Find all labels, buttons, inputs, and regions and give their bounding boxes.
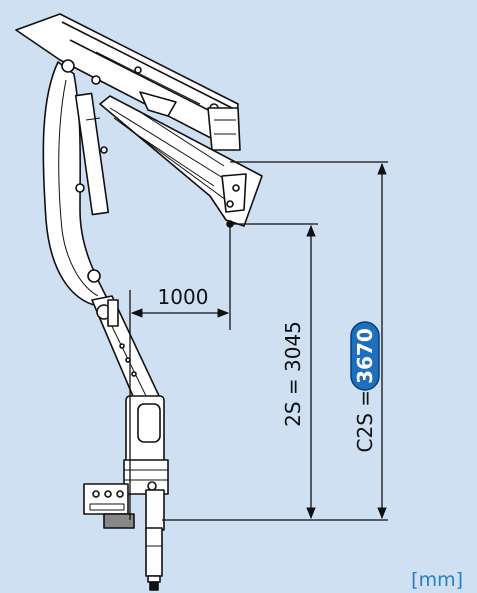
height-c2s-prefix: C2S = bbox=[353, 390, 377, 453]
upper-boom bbox=[15, 13, 241, 166]
dimension-lines bbox=[129, 161, 388, 521]
unit-label: [mm] bbox=[411, 569, 463, 591]
highlight-badge bbox=[350, 321, 380, 391]
slewing-column bbox=[123, 395, 169, 518]
base-control-block bbox=[83, 483, 165, 531]
support-leg bbox=[145, 527, 163, 591]
height-2s-label: 2S = 3045 bbox=[281, 321, 305, 427]
main-column bbox=[42, 59, 111, 307]
reach-dimension-label: 1000 bbox=[158, 285, 209, 309]
crane-drawing bbox=[15, 13, 263, 591]
height-c2s-label: C2S = 3670 bbox=[350, 321, 380, 453]
jib-extension bbox=[99, 95, 263, 228]
reach-label-bg bbox=[154, 284, 212, 308]
height-c2s-value: 3670 bbox=[353, 328, 377, 384]
